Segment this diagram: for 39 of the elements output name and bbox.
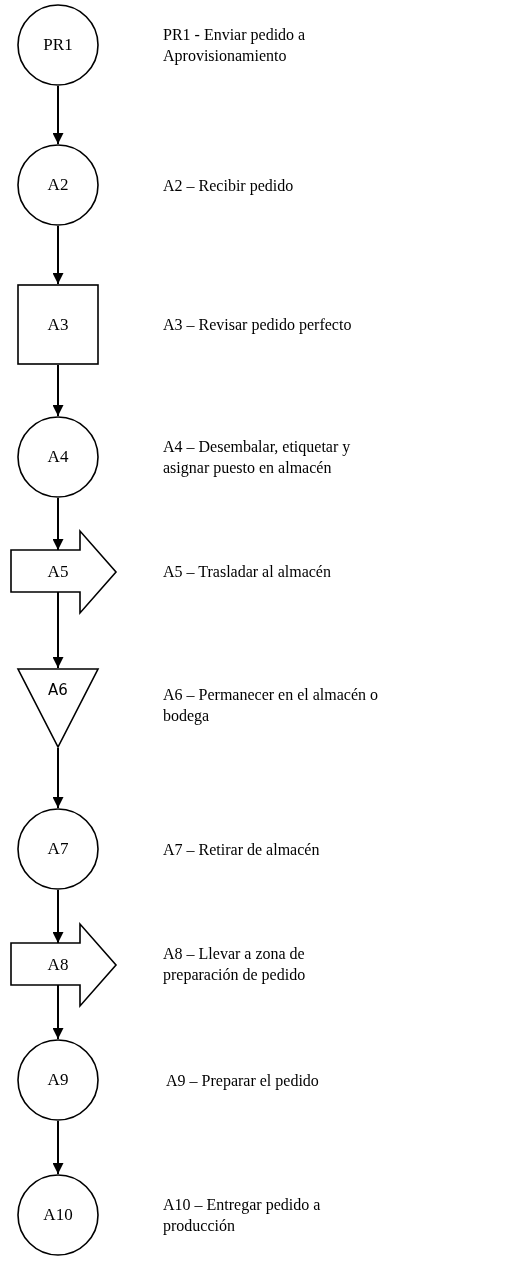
operation-circle	[17, 1039, 99, 1121]
transport-arrow-shape	[10, 530, 117, 614]
step-description: A6 – Permanecer en el almacén o bodega	[163, 685, 378, 726]
arrow	[52, 225, 64, 285]
arrow	[52, 984, 64, 1040]
storage-triangle	[17, 668, 99, 748]
arrow	[52, 591, 64, 669]
step-description: A2 – Recibir pedido	[163, 175, 295, 196]
arrow	[52, 85, 64, 145]
step-description: A3 – Revisar pedido perfecto	[163, 314, 353, 335]
node-label: A3	[47, 314, 69, 335]
node-label: A5	[47, 562, 69, 582]
node-label: A2	[47, 175, 69, 195]
step-description: A9 – Preparar el pedido	[166, 1070, 320, 1091]
node-label: A10	[43, 1205, 73, 1225]
node-label: A6	[48, 681, 68, 699]
node-label: PR1	[43, 35, 73, 55]
node-label: A9	[47, 1070, 69, 1090]
step-description: A5 – Trasladar al almacén	[163, 561, 332, 582]
transport-arrow-shape	[10, 923, 117, 1007]
node-label: A8	[47, 955, 69, 975]
step-description: PR1 - Enviar pedido a Aprovisionamiento	[163, 25, 307, 66]
operation-circle	[17, 1174, 99, 1256]
node-label: A7	[47, 839, 69, 859]
arrow	[52, 364, 64, 417]
step-description: A10 – Entregar pedido a producción	[163, 1195, 322, 1236]
node-label: A4	[47, 447, 69, 467]
arrow	[52, 747, 64, 809]
operation-circle	[17, 416, 99, 498]
inspection-square	[17, 284, 99, 365]
arrow	[52, 497, 64, 551]
operation-circle	[17, 4, 99, 86]
operation-circle	[17, 144, 99, 226]
step-description: A4 – Desembalar, etiquetar y asignar puesto en almacén	[163, 437, 352, 478]
arrow	[52, 889, 64, 944]
step-description: A8 – Llevar a zona de preparación de pedido	[163, 944, 307, 985]
operation-circle	[17, 808, 99, 890]
arrow	[52, 1120, 64, 1175]
step-description: A7 – Retirar de almacén	[163, 839, 321, 860]
